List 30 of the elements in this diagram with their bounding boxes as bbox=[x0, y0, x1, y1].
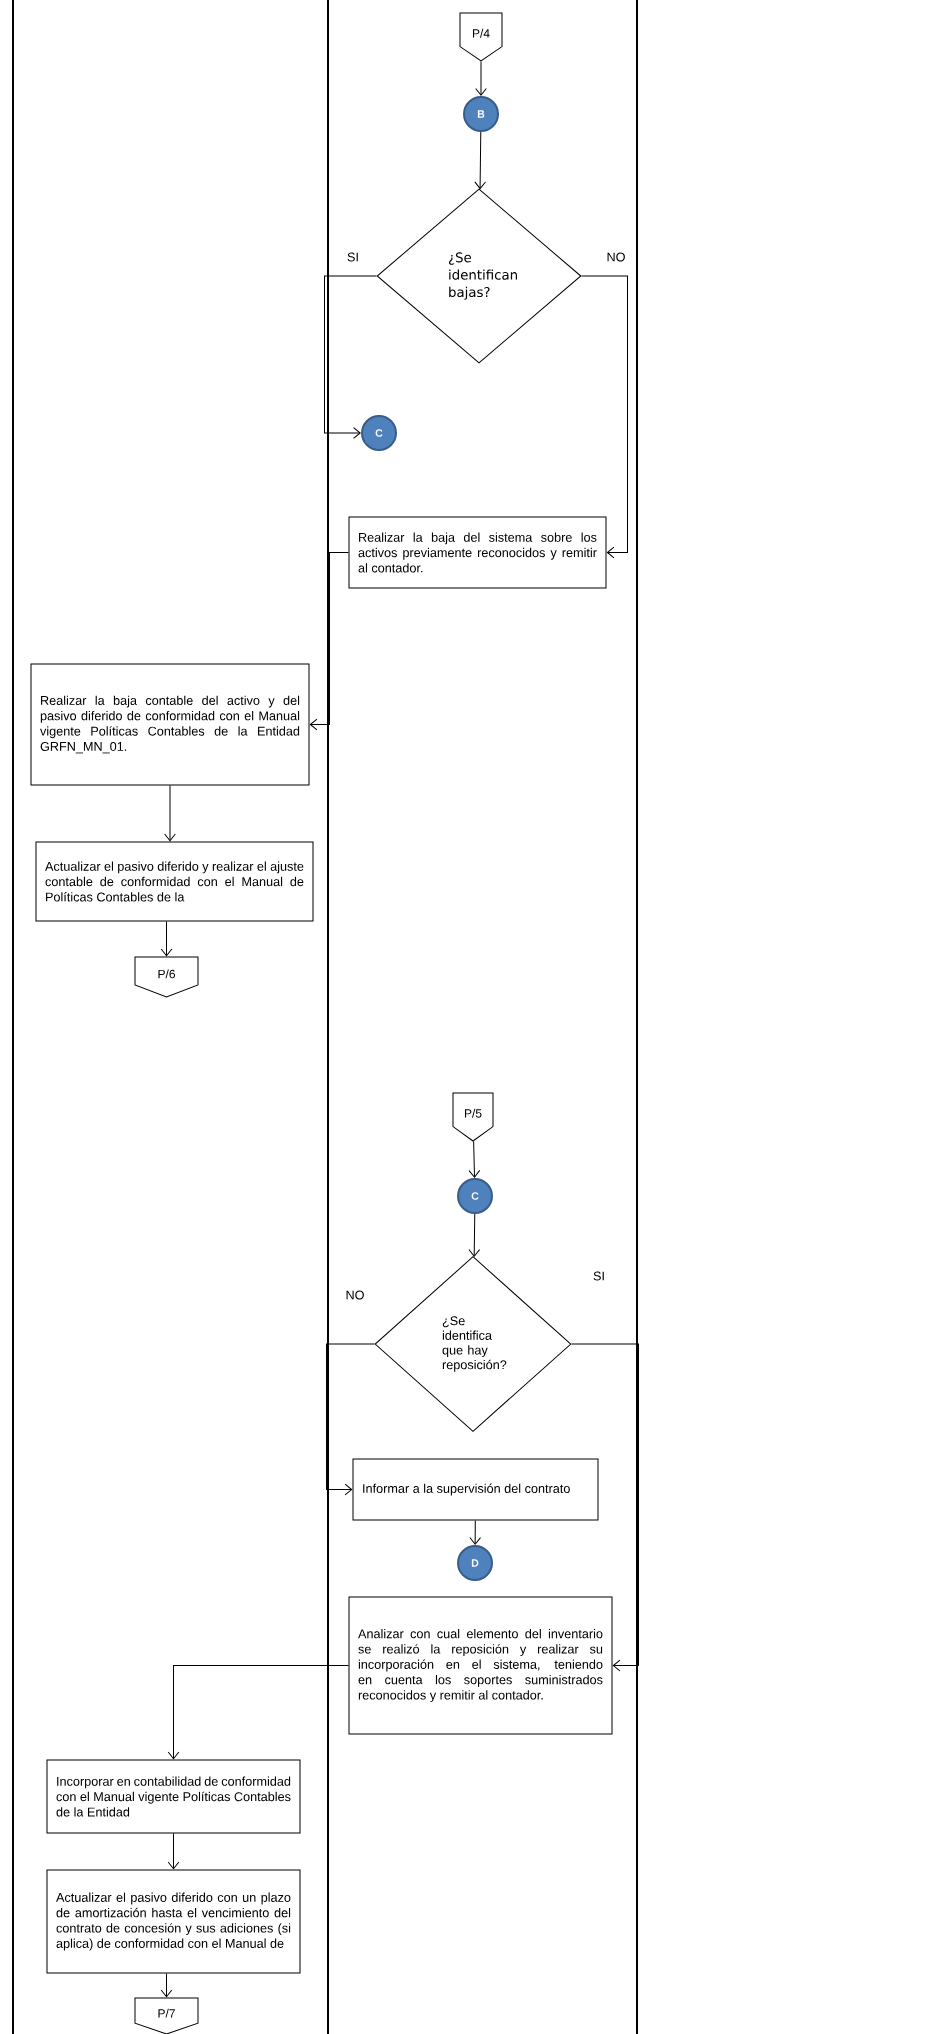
edge-label: SI bbox=[591, 1270, 607, 1282]
arrow bbox=[571, 1343, 639, 1672]
process-box: Informar a la supervisión del contrato bbox=[352, 1458, 599, 1521]
arrow bbox=[581, 275, 628, 559]
arrow bbox=[468, 1141, 481, 1178]
process-box: Realizar la baja contable del activo y del pasivo diferido de conformidad con el Manual vigente Políticas Contables de la Entidad GRFN_MN_01. bbox=[30, 663, 310, 786]
arrow bbox=[309, 552, 349, 731]
process-box: Actualizar el pasivo diferido con un plazo de amortización hasta el vencimiento del contrato de concesión y sus adiciones (si aplica) de conformidad con el Manual de bbox=[46, 1869, 301, 1974]
arrow bbox=[167, 1665, 349, 1760]
process-box: Actualizar el pasivo diferido y realizar el ajuste contable de conformidad con el Manual de Políticas Contables de la bbox=[35, 841, 314, 922]
arrow bbox=[474, 131, 486, 190]
arrow bbox=[160, 921, 173, 957]
off-page-connector: P/7 bbox=[134, 1997, 199, 2034]
process-box: Realizar la baja del sistema sobre los activos previamente reconocidos y remitir al contador. bbox=[348, 516, 607, 589]
arrow bbox=[475, 61, 487, 96]
process-box: Analizar con cual elemento del inventario se realizó la reposición y realizar su incorporación en el sistema, teniendo en cuenta los soportes suministrados reconocidos y remitir al contador. bbox=[348, 1596, 613, 1735]
edge-label: SI bbox=[345, 251, 361, 263]
arrow bbox=[326, 1343, 375, 1496]
arrow bbox=[469, 1520, 481, 1545]
arrow bbox=[167, 1833, 180, 1870]
arrow bbox=[468, 1213, 481, 1257]
arrow bbox=[164, 785, 176, 842]
arrow bbox=[160, 1973, 173, 1998]
edge-label: NO bbox=[605, 251, 627, 263]
off-page-connector: P/4 bbox=[459, 12, 503, 62]
off-page-connector: P/5 bbox=[452, 1092, 494, 1142]
process-box: Incorporar en contabilidad de conformidad con el Manual vigente Políticas Contables de la Entidad bbox=[46, 1759, 301, 1834]
edge-label: NO bbox=[344, 1289, 366, 1301]
off-page-connector: P/6 bbox=[134, 956, 199, 998]
arrow bbox=[324, 275, 377, 439]
